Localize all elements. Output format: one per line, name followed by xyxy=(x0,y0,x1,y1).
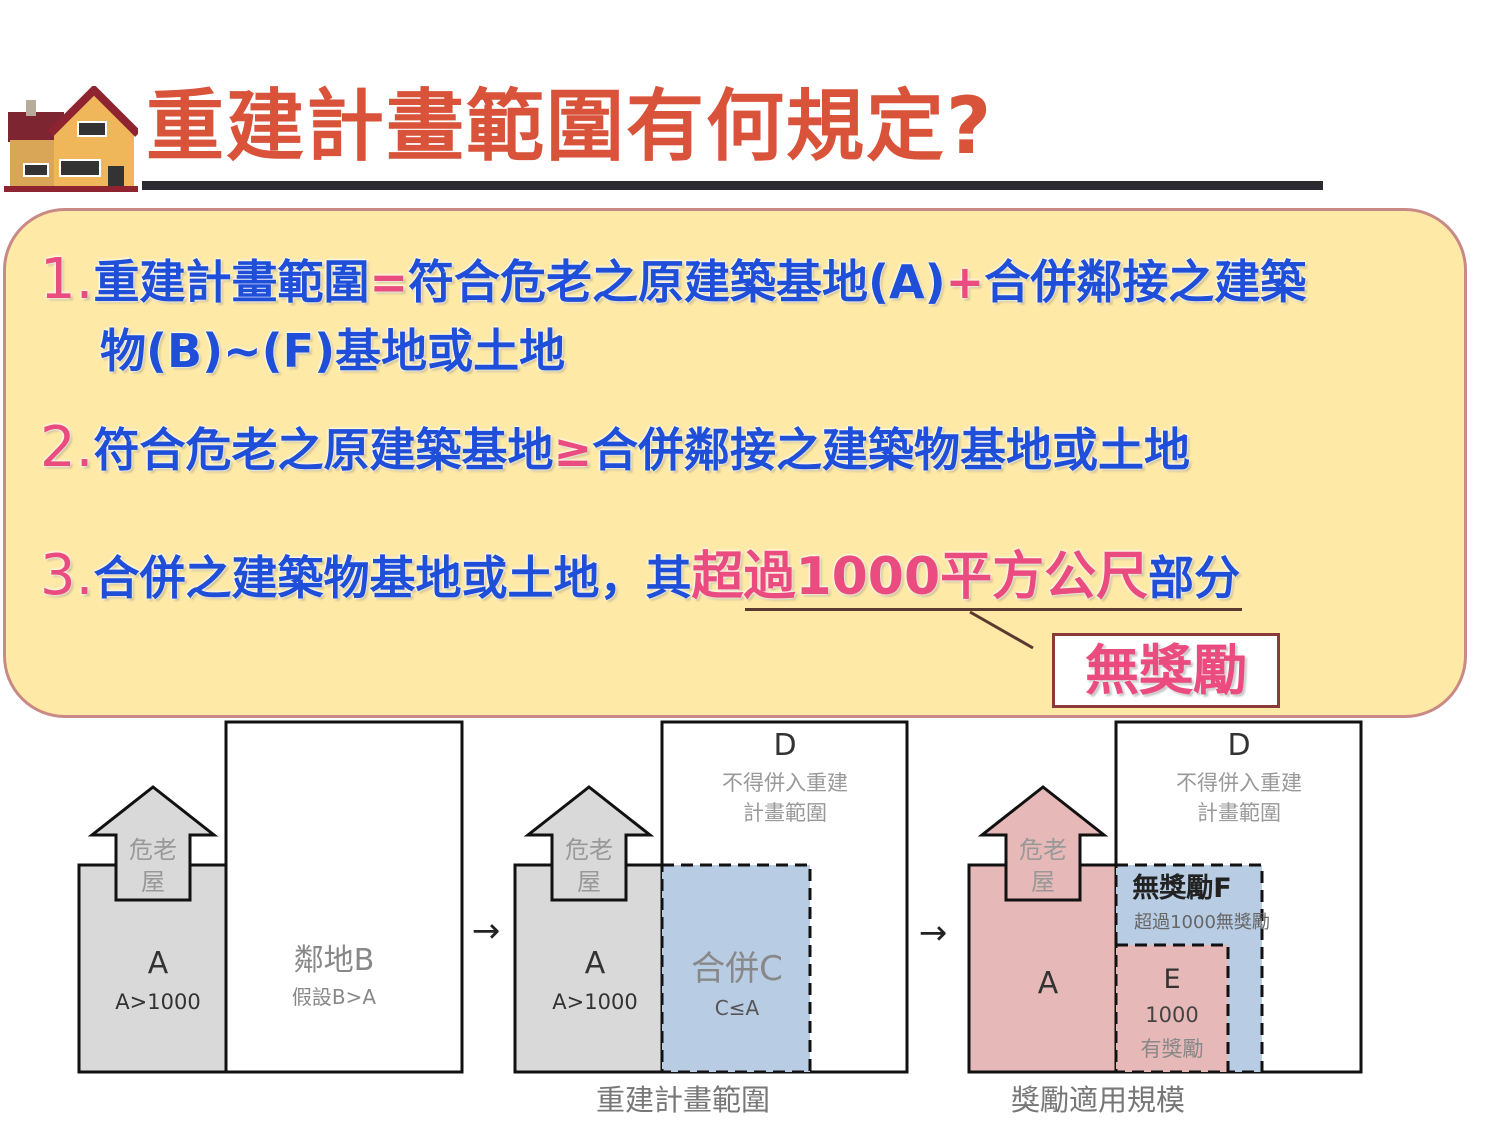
rule-3: 3.合併之建築物基地或土地，其超過1000平方公尺部分 xyxy=(40,548,1240,604)
rule-number: 3. xyxy=(40,543,94,608)
f-note: 超過1000無獎勵 xyxy=(1134,912,1270,933)
reward-e-box xyxy=(1114,943,1230,1074)
c-label: 合併C xyxy=(691,949,783,989)
old-house-label: 屋 xyxy=(1031,868,1055,896)
d-label: D xyxy=(1227,728,1250,763)
title-underline xyxy=(142,181,1323,190)
a-label: A xyxy=(148,946,169,981)
e-note: 有獎勵 xyxy=(1141,1037,1204,1061)
rule-text: 符合危老之原建築基地(A) xyxy=(407,255,946,309)
rule-text: 合併鄰接之建築 xyxy=(984,255,1307,309)
old-house-label: 危老 xyxy=(129,836,177,864)
e-label: E xyxy=(1163,964,1180,995)
rule-text: 部分 xyxy=(1148,551,1241,605)
rule-number: 1. xyxy=(40,247,94,312)
e-value: 1000 xyxy=(1145,1003,1198,1027)
caption-reward: 獎勵適用規模 xyxy=(1011,1083,1185,1117)
a-condition: A>1000 xyxy=(115,990,200,1014)
merged-c-box xyxy=(660,863,812,1074)
neighbor-b-box xyxy=(224,720,464,1074)
d-note: 計畫範圍 xyxy=(1197,801,1281,825)
equals-sign: = xyxy=(369,255,408,309)
d-note: 計畫範圍 xyxy=(743,801,827,825)
gte-sign: ≥ xyxy=(553,423,592,477)
d-note: 不得併入重建 xyxy=(1176,771,1302,795)
rule-number: 2. xyxy=(40,415,94,480)
old-house-arrow xyxy=(87,785,219,902)
highlight-underline xyxy=(745,608,1242,611)
old-house-label: 危老 xyxy=(565,836,613,864)
rule-text: 符合危老之原建築基地 xyxy=(93,423,554,477)
no-reward-callout: 無獎勵 xyxy=(1052,633,1280,708)
old-house-label: 屋 xyxy=(141,868,165,896)
old-house-label: 屋 xyxy=(577,868,601,896)
rule-highlight: 超過1000平方公尺 xyxy=(691,547,1149,607)
rule-1-continued: 物(B)~(F)基地或土地 xyxy=(100,324,566,378)
rule-1: 1.重建計畫範圍=符合危老之原建築基地(A)+合併鄰接之建築 xyxy=(40,252,1306,308)
diagram: → → 危老 屋 危老 屋 危老 屋 A A>1000 鄰地B 假設B>A A … xyxy=(77,720,1363,1117)
rule-text: 合併之建築物基地或土地，其 xyxy=(93,551,692,605)
d-label: D xyxy=(773,728,796,763)
a-label: A xyxy=(1038,966,1059,1001)
caption-scope: 重建計畫範圍 xyxy=(596,1083,770,1117)
arrow-right-icon: → xyxy=(919,913,948,953)
rule-2: 2.符合危老之原建築基地≥合併鄰接之建築物基地或土地 xyxy=(40,420,1190,476)
d-note: 不得併入重建 xyxy=(722,771,848,795)
rule-text: 重建計畫範圍 xyxy=(93,255,370,309)
old-house-arrow xyxy=(523,785,655,902)
b-label: 鄰地B xyxy=(294,943,375,978)
plus-sign: + xyxy=(945,255,985,309)
old-house-label: 危老 xyxy=(1019,836,1067,864)
a-label: A xyxy=(585,946,606,981)
c-condition: C≤A xyxy=(715,996,760,1020)
page-title: 重建計畫範圍有何規定? xyxy=(146,82,994,172)
a-condition: A>1000 xyxy=(552,990,637,1014)
f-label: 無獎勵F xyxy=(1132,873,1231,904)
b-condition: 假設B>A xyxy=(292,985,376,1009)
arrow-right-icon: → xyxy=(472,911,501,951)
old-house-arrow xyxy=(977,785,1109,902)
rule-text: 合併鄰接之建築物基地或土地 xyxy=(591,423,1190,477)
house-icon xyxy=(4,86,138,192)
